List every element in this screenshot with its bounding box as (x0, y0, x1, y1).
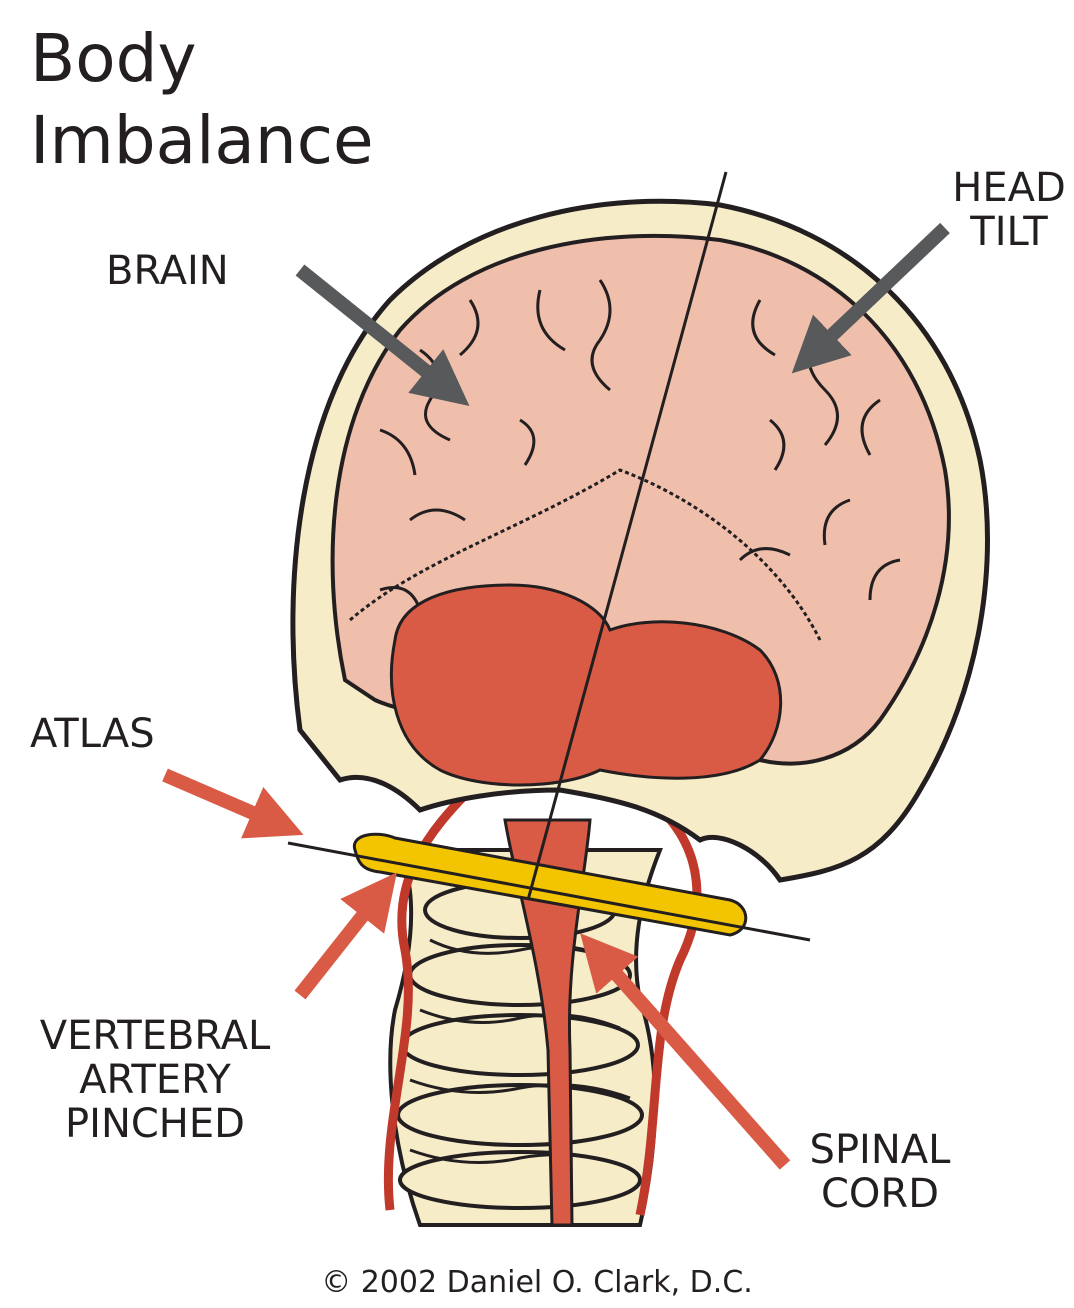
label-atlas: ATLAS (30, 712, 155, 756)
label-spinal-line-2: CORD (790, 1172, 970, 1216)
atlas-arrow (165, 775, 283, 826)
label-vertebral-line-2: ARTERY (24, 1058, 286, 1102)
label-spinal-cord: SPINAL CORD (790, 1128, 970, 1216)
label-vertebral-line-1: VERTEBRAL (24, 1014, 286, 1058)
label-spinal-line-1: SPINAL (790, 1128, 970, 1172)
label-head-tilt-line-1: HEAD (944, 166, 1074, 210)
label-vertebral-artery: VERTEBRAL ARTERY PINCHED (24, 1014, 286, 1146)
label-brain: BRAIN (106, 249, 229, 293)
copyright-notice: © 2002 Daniel O. Clark, D.C. (0, 1265, 1074, 1300)
label-vertebral-line-3: PINCHED (24, 1102, 286, 1146)
title-line-1: Body (30, 26, 197, 92)
label-head-tilt: HEAD TILT (944, 166, 1074, 254)
vertebral-artery-arrow (300, 890, 383, 995)
label-head-tilt-line-2: TILT (944, 210, 1074, 254)
title-line-2: Imbalance (30, 108, 374, 174)
